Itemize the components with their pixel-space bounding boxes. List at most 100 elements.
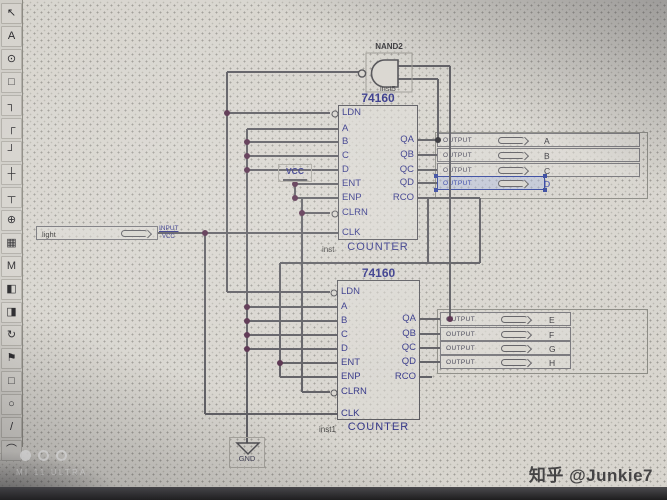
wire[interactable] [418,154,437,156]
wire[interactable] [398,78,438,80]
wire[interactable] [247,320,337,322]
arc-tool[interactable]: ⌒ [1,440,22,461]
rectangle-icon: □ [8,375,15,387]
wire[interactable] [247,141,338,143]
stamp-tool[interactable]: ⚑ [1,348,22,369]
orthogonal-wire-tool[interactable]: ┐ [1,95,22,116]
line-tool[interactable]: / [1,417,22,438]
pin-label-B: B [341,315,348,326]
wire[interactable] [418,182,437,184]
wire[interactable] [420,333,440,335]
wire[interactable] [294,180,296,198]
wire[interactable] [418,169,437,171]
text-tool[interactable]: A [1,26,22,47]
diagonal-wire-tool[interactable]: ┌ [1,118,22,139]
vcc-symbol[interactable] [278,164,312,182]
wire[interactable] [205,413,337,415]
find-tool[interactable]: M [1,256,22,277]
nand2-label: NAND2 [375,42,403,51]
gnd-triangle-icon [235,442,261,456]
wire[interactable] [280,376,337,378]
junction-dot [224,110,230,116]
vcc-label: VCC [286,166,304,176]
pin-tool[interactable]: ⊙ [1,49,22,70]
wire-corner-tool[interactable]: ┘ [1,141,22,162]
selection-handle[interactable] [434,188,438,192]
wire[interactable] [437,79,439,140]
wire[interactable] [158,232,338,234]
input-pin-light[interactable]: light [36,226,158,240]
wire[interactable] [449,66,451,319]
rotate-tool[interactable]: ↻ [1,325,22,346]
wire[interactable] [420,376,432,378]
wire[interactable] [420,318,440,320]
wire[interactable] [227,112,330,114]
wire[interactable] [247,348,337,350]
output-pin-name: E [549,315,555,325]
junction-dot [244,332,250,338]
nand2-gate[interactable] [350,52,416,96]
wire[interactable] [247,334,337,336]
wire[interactable] [280,262,480,264]
rectangle-tool[interactable]: □ [1,371,22,392]
photo-bottom-edge [0,487,667,500]
wire[interactable] [479,198,481,263]
output-pin-type: OUTPUT [443,152,473,159]
wire[interactable] [247,155,338,157]
flip-horizontal-tool[interactable]: ◧ [1,279,22,300]
wire[interactable] [295,197,338,199]
wire[interactable] [226,72,228,292]
selection-handle[interactable] [543,188,547,192]
zoom-tool[interactable]: ⊕ [1,210,22,231]
wire[interactable] [246,129,248,443]
wire[interactable] [301,198,303,392]
diagonal-node-tool[interactable]: ┬ [1,187,22,208]
wire[interactable] [427,198,429,263]
wire[interactable] [280,362,337,364]
gnd-symbol[interactable] [229,437,265,468]
wire[interactable] [302,391,330,393]
wire[interactable] [420,361,440,363]
wire[interactable] [227,71,360,73]
wire[interactable] [247,306,337,308]
selection-handle[interactable] [543,174,547,178]
select-arrow-tool[interactable]: ↖ [1,3,22,24]
wire[interactable] [279,263,281,377]
pin-label-QB: QB [400,149,414,160]
junction-dot [244,346,250,352]
orthogonal-node-tool[interactable]: ┼ [1,164,22,185]
wire[interactable] [295,183,338,185]
rotate-icon: ↻ [6,329,17,341]
counter-chip-inst[interactable] [338,105,418,240]
full-screen-tool[interactable]: ▦ [1,233,22,254]
junction-dot [244,139,250,145]
output-pin-name: C [544,166,551,176]
pin-label-ENT: ENT [341,357,360,368]
wire[interactable] [420,347,440,349]
output-pin-arrow-icon [501,315,528,323]
inversion-bubble [331,110,338,118]
wire[interactable] [204,233,206,414]
selection-handle[interactable] [434,174,438,178]
wire[interactable] [247,169,338,171]
wire[interactable] [398,65,450,67]
counter-chip-inst1[interactable] [337,280,420,420]
ellipse-tool[interactable]: ○ [1,394,22,415]
flip-vertical-tool[interactable]: ◨ [1,302,22,323]
wire[interactable] [247,128,338,130]
symbol-tool[interactable]: □ [1,72,22,93]
wire[interactable] [418,139,437,141]
junction-dot [244,167,250,173]
wire[interactable] [418,197,480,199]
wire[interactable] [227,291,330,293]
wire[interactable] [302,212,330,214]
